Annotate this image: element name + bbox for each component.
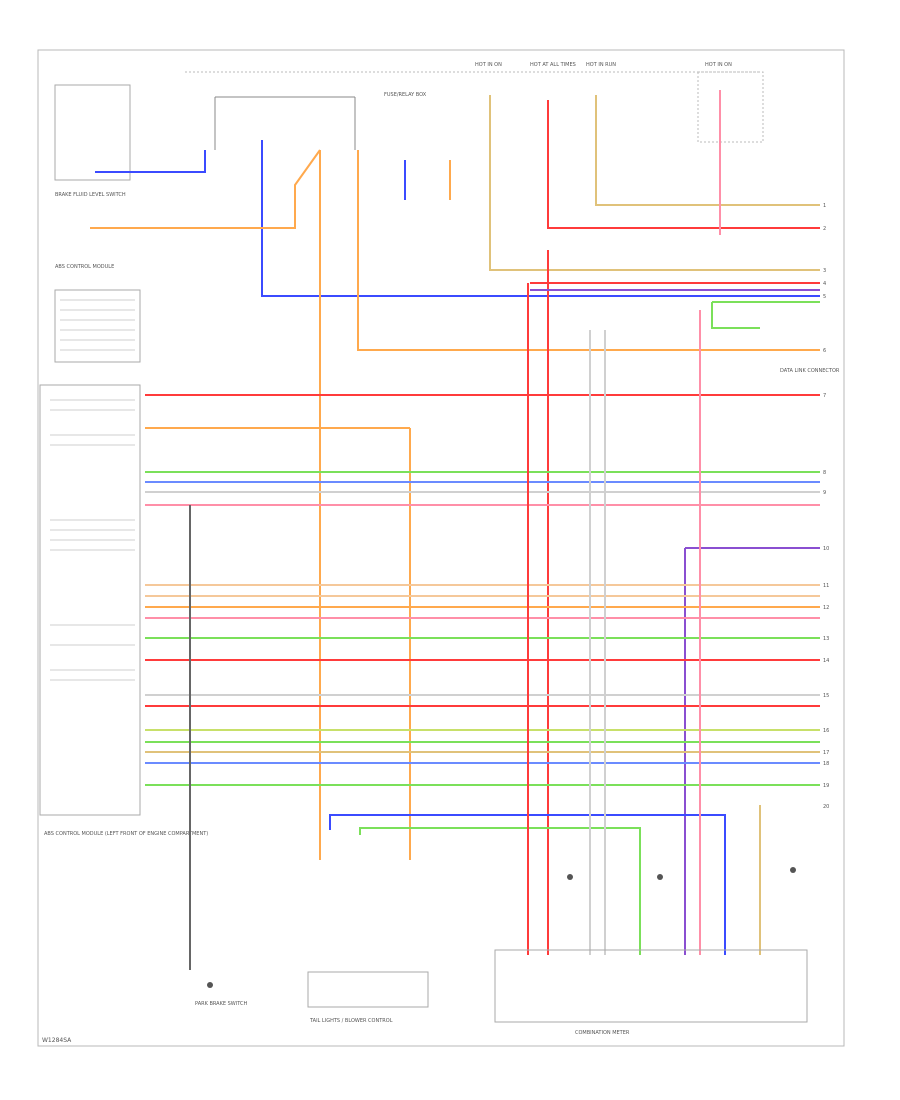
- top-fuse-labels: HOT IN ON HOT AT ALL TIMES HOT IN RUN HO…: [475, 62, 732, 68]
- left-module-label-bottom: ABS CONTROL MODULE (LEFT FRONT OF ENGINE…: [44, 831, 208, 837]
- pin-11: 11: [823, 583, 829, 589]
- bottom-center-label: TAIL LIGHTS / BLOWER CONTROL: [309, 1018, 393, 1024]
- ground-icon-3: [790, 867, 796, 873]
- module-pin-rows: [50, 299, 135, 681]
- middle-wire-band: [145, 584, 820, 786]
- fuse-label-3: HOT IN RUN: [586, 62, 616, 68]
- wire-tan-top: [489, 95, 820, 271]
- park-brake-switch-icon: [207, 982, 213, 988]
- tail-lights-box: [307, 971, 429, 1008]
- diagram-border: [37, 49, 845, 1047]
- right-side-label: DATA LINK CONNECTOR: [780, 368, 840, 374]
- meter-box: [494, 949, 808, 1023]
- fuse-label-1: HOT IN ON: [475, 62, 502, 68]
- pin-number-column: 1 2 3 4 5 6 7 8 9 10 11 12 13 14 15 16 1…: [823, 203, 829, 810]
- left-module-label-top: ABS CONTROL MODULE: [55, 264, 114, 270]
- pin-12: 12: [823, 605, 829, 611]
- wire-red-top: [547, 100, 820, 229]
- brake-switch-box: [54, 84, 131, 181]
- ground-icon-1: [567, 874, 573, 880]
- bottom-left-label: PARK BRAKE SWITCH: [195, 1001, 247, 1007]
- pin-14: 14: [823, 658, 829, 664]
- pin-17: 17: [823, 750, 829, 756]
- wire-green-loop: [711, 302, 760, 329]
- fuse-box-right: [697, 71, 764, 143]
- figure-code: W1284SA: [42, 1037, 72, 1044]
- pin-4: 4: [823, 281, 826, 287]
- pin-2: 2: [823, 226, 826, 232]
- pin-15: 15: [823, 693, 829, 699]
- pin-8: 8: [823, 470, 826, 476]
- top-feed-wires: [90, 90, 820, 955]
- pin-3: 3: [823, 268, 826, 274]
- bottom-right-label: COMBINATION METER: [575, 1030, 630, 1036]
- left-sensor-label: BRAKE FLUID LEVEL SWITCH: [55, 192, 126, 198]
- abs-module-connector-a: [54, 289, 141, 363]
- wire-blue-upper: [95, 150, 206, 173]
- wire-blue-main: [261, 140, 820, 297]
- ground-icon-2: [657, 874, 663, 880]
- pin-9: 9: [823, 490, 826, 496]
- pin-16: 16: [823, 728, 829, 734]
- pin-1: 1: [823, 203, 826, 209]
- pin-20: 20: [823, 804, 829, 810]
- pin-6: 6: [823, 348, 826, 354]
- pin-18: 18: [823, 761, 829, 767]
- ground-icons: [567, 867, 796, 880]
- pin-7: 7: [823, 393, 826, 399]
- pin-13: 13: [823, 636, 829, 642]
- wire-orange-feed: [90, 149, 321, 229]
- pin-10: 10: [823, 546, 829, 552]
- bottom-feed-wires: [189, 283, 761, 970]
- upper-connector-label: FUSE/RELAY BOX: [384, 92, 427, 98]
- wire-tan-2: [595, 95, 820, 206]
- fuse-label-2: HOT AT ALL TIMES: [530, 62, 576, 68]
- pin-5: 5: [823, 294, 826, 300]
- wire-orange-right: [357, 150, 820, 351]
- fuse-label-4: HOT IN ON: [705, 62, 732, 68]
- abs-module-connector-b: [39, 384, 141, 816]
- wire-green-to-meter: [359, 827, 641, 955]
- pin-19: 19: [823, 783, 829, 789]
